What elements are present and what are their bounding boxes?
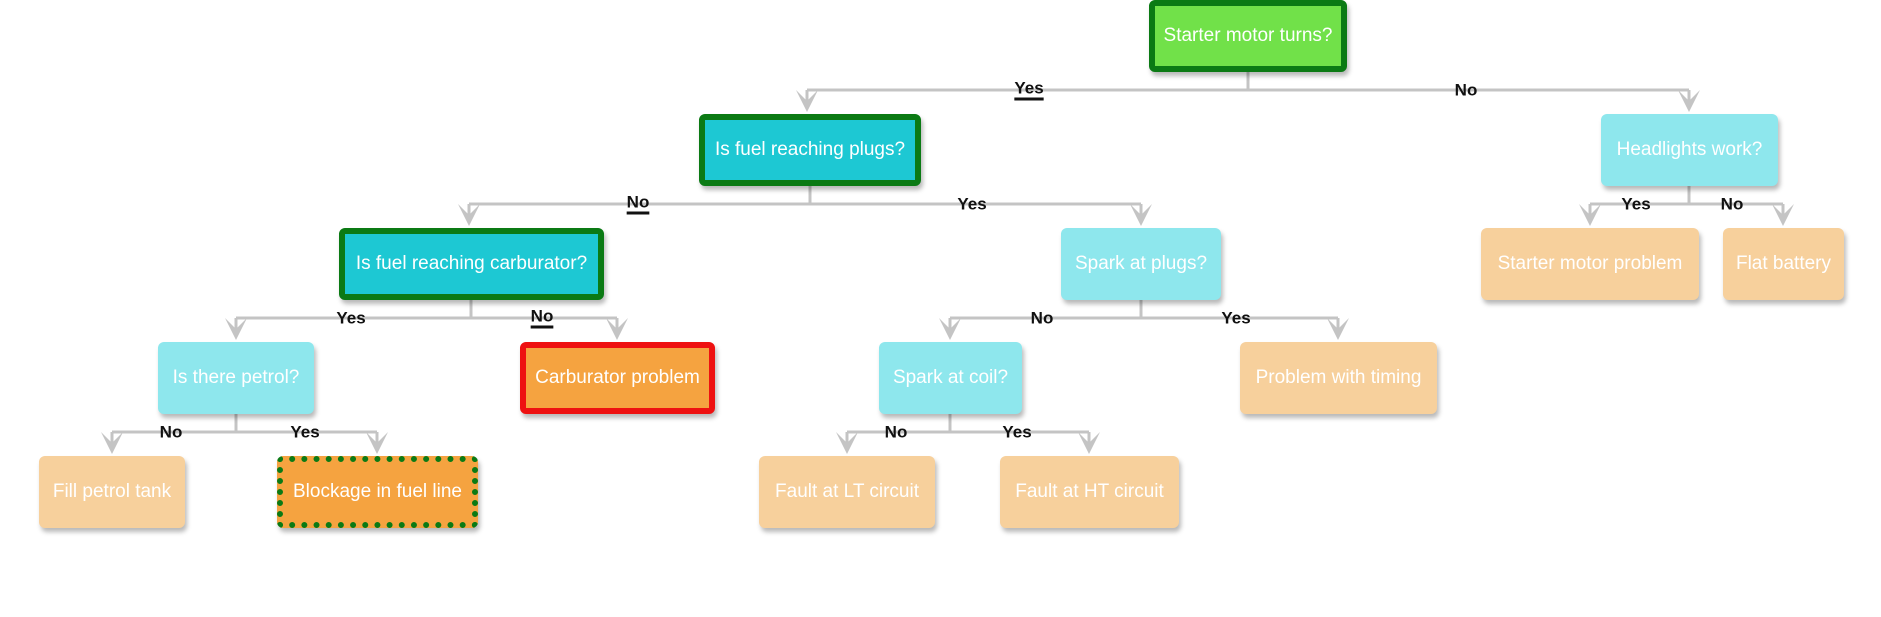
edge-label-fuel-plugs-yes: Yes	[957, 194, 987, 214]
arrowhead-icon	[366, 432, 388, 454]
edge-label-starter-yes: Yes	[1014, 78, 1044, 98]
edge-label-spark-plugs-yes: Yes	[1221, 308, 1251, 328]
edge-label-spark-coil-yes: Yes	[1002, 422, 1032, 442]
node-spark-at-plugs: Spark at plugs?	[1061, 228, 1221, 300]
arrowhead-icon	[1130, 204, 1152, 226]
edge-label-spark-plugs-no: No	[1030, 308, 1054, 328]
edge-label-starter-no: No	[1454, 80, 1478, 100]
arrowhead-icon	[1678, 90, 1700, 112]
arrowhead-icon	[225, 318, 247, 340]
edge-label-fuel-carb-no: No	[530, 306, 554, 326]
edge-label-headlights-yes: Yes	[1621, 194, 1651, 214]
node-starter-motor-turns: Starter motor turns?	[1149, 0, 1347, 72]
node-fuel-reaching-carburator: Is fuel reaching carburator?	[339, 228, 604, 300]
node-blockage-in-fuel-line: Blockage in fuel line	[277, 456, 478, 528]
arrowhead-icon	[1327, 318, 1349, 340]
edge-label-petrol-yes: Yes	[290, 422, 320, 442]
arrowhead-icon	[1579, 204, 1601, 226]
node-spark-at-coil: Spark at coil?	[879, 342, 1022, 414]
node-flat-battery: Flat battery	[1723, 228, 1844, 300]
node-fuel-reaching-plugs: Is fuel reaching plugs?	[699, 114, 921, 186]
node-fault-at-ht-circuit: Fault at HT circuit	[1000, 456, 1179, 528]
arrowhead-icon	[458, 204, 480, 226]
node-starter-motor-problem: Starter motor problem	[1481, 228, 1699, 300]
edge-label-spark-coil-no: No	[884, 422, 908, 442]
arrowhead-icon	[939, 318, 961, 340]
node-fault-at-lt-circuit: Fault at LT circuit	[759, 456, 935, 528]
arrowhead-icon	[606, 318, 628, 340]
node-is-there-petrol: Is there petrol?	[158, 342, 314, 414]
node-headlights-work: Headlights work?	[1601, 114, 1778, 186]
edge-label-petrol-no: No	[159, 422, 183, 442]
arrowhead-icon	[1772, 204, 1794, 226]
node-carburator-problem: Carburator problem	[520, 342, 715, 414]
edge-label-fuel-carb-yes: Yes	[336, 308, 366, 328]
arrowhead-icon	[796, 90, 818, 112]
arrowhead-icon	[101, 432, 123, 454]
node-fill-petrol-tank: Fill petrol tank	[39, 456, 185, 528]
node-problem-with-timing: Problem with timing	[1240, 342, 1437, 414]
edge-label-headlights-no: No	[1720, 194, 1744, 214]
edge-label-fuel-plugs-no: No	[626, 192, 650, 212]
arrowhead-icon	[1078, 432, 1100, 454]
arrowhead-icon	[836, 432, 858, 454]
